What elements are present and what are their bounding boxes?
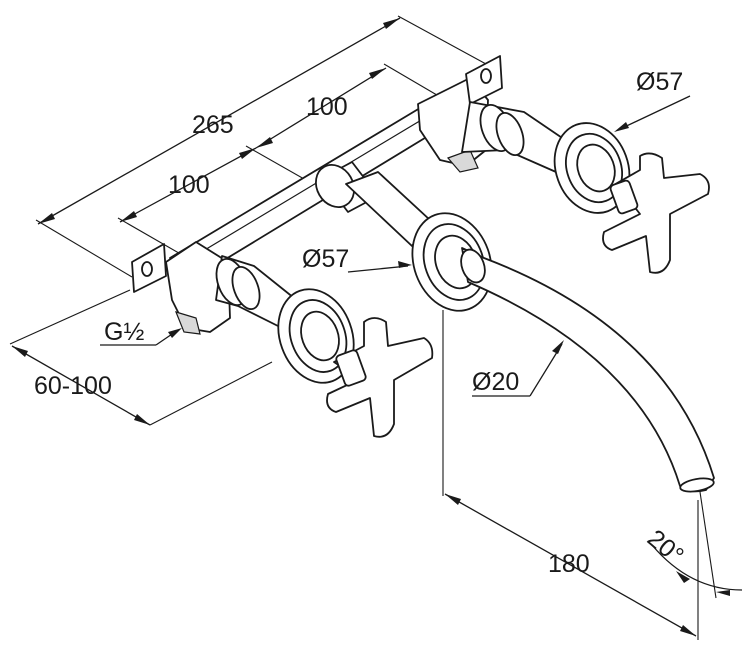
cross-handle-left (326, 317, 434, 438)
leader-rosette-right (614, 95, 691, 132)
label-spout-projection: 180 (548, 550, 590, 578)
label-spacing-left: 100 (168, 171, 210, 199)
label-spacing-right: 100 (306, 93, 348, 121)
label-spout-diameter: Ø20 (472, 368, 519, 396)
label-rosette-middle-diameter: Ø57 (302, 245, 349, 273)
dim-spout-projection-180 (442, 310, 699, 640)
dim-spout-angle-20 (651, 491, 743, 599)
leader-spout (472, 340, 564, 397)
dim-wall-depth-60-100 (9, 289, 273, 426)
label-rosette-right-diameter: Ø57 (636, 68, 683, 96)
leader-thread (100, 328, 182, 346)
rosette-left (277, 288, 355, 384)
cross-handle-right (602, 152, 710, 274)
label-thread: G½ (104, 318, 144, 346)
right-valve-stem (461, 101, 575, 173)
leader-rosette-middle (347, 261, 412, 273)
label-overall-width: 265 (192, 111, 234, 139)
spout (460, 247, 715, 493)
dim-spacing-left-100 (117, 145, 335, 257)
dim-spacing-right-100 (255, 63, 443, 149)
label-wall-depth: 60-100 (34, 372, 112, 400)
dim-overall-265 (35, 15, 498, 278)
label-spout-angle: 20° (642, 524, 689, 570)
